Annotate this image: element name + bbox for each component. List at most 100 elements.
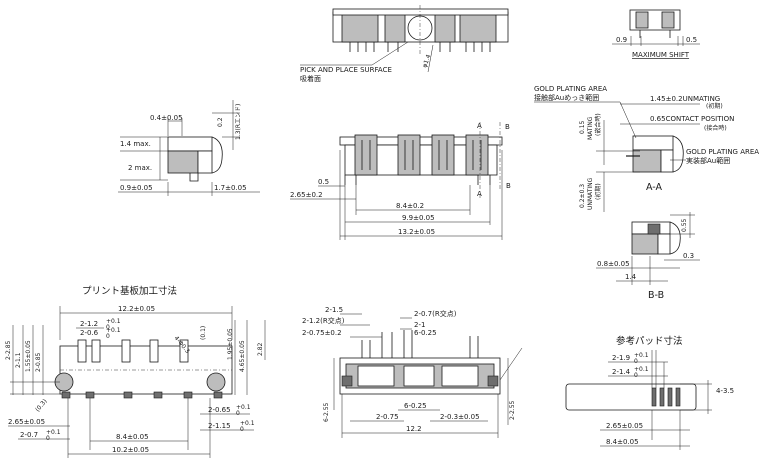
aa-v02-unmating: UNMATING — [587, 177, 594, 210]
pcb-b115-tol-zero: 0 — [240, 426, 244, 433]
pcb-c01: (0.1) — [200, 326, 207, 340]
pick-place-diameter: φ1.4 — [421, 53, 432, 68]
side-v02: 0.2 — [217, 117, 224, 127]
rear-t07: 2-0.7(R交点) — [414, 309, 457, 318]
pcb-b07-tol-plus: +0.1 — [46, 429, 61, 436]
bb-d08: 0.8±0.05 — [597, 260, 630, 268]
side-bottom-left: 0.9±0.05 — [120, 184, 153, 192]
section-b-top: B — [505, 123, 510, 131]
pcb-b065-tol-plus: +0.1 — [236, 404, 251, 411]
rear-t15: 2-1.5 — [325, 306, 343, 314]
pcb-r06-tol-zero: 0 — [106, 333, 110, 340]
section-a-bottom: A — [477, 190, 482, 198]
pad-p19-tol-zero: 0 — [634, 358, 638, 365]
aa-unmating-jp: (初期) — [706, 102, 723, 110]
pcb-r12-tol-zero: 0 — [106, 324, 110, 331]
pad-p435: 4-3.5 — [716, 387, 734, 395]
pad-p265: 2.65±0.05 — [606, 422, 643, 430]
pcb-r06-tol-plus: +0.1 — [106, 327, 121, 334]
max-shift-label: MAXIMUM SHIFT — [632, 51, 690, 59]
pcb-v465: 4.65±0.05 — [239, 340, 246, 372]
rear-v255: 2-2.55 — [509, 400, 516, 420]
pcb-b102: 10.2±0.05 — [112, 446, 149, 454]
pick-place-label-jp: 吸着面 — [300, 74, 321, 83]
side-view: 0.4±0.05 1.4 max. 2 max. 0.2 1.3(Rエンド) 0… — [118, 100, 260, 196]
pcb-c03: (0.3) — [34, 398, 49, 413]
side-height-2: 2 max. — [128, 164, 152, 172]
rear-view: 2-1.5 2-1.2(R交点) 2-0.75±0.2 2-0.7(R交点) 2… — [302, 306, 523, 438]
aa-gold-label: GOLD PLATING AREA — [534, 85, 607, 93]
rear-t21: 2-1 — [414, 321, 425, 329]
rear-t6025: 6-0.25 — [414, 329, 437, 337]
aa-gold2-label: GOLD PLATING AREA — [686, 148, 759, 156]
pcb-b065: 2-0.65 — [208, 406, 231, 414]
rear-v655: 6-2.55 — [323, 402, 330, 422]
pcb-title: プリント基板加工寸法 — [82, 285, 177, 297]
pcb-r12: 2-1.2 — [80, 320, 98, 328]
rear-b6025: 6-0.25 — [404, 402, 427, 410]
pcb-l285: 2-2.85 — [5, 340, 12, 360]
aa-section-label: A-A — [646, 182, 663, 193]
aa-v015-mating: MATING — [587, 116, 594, 140]
side-height-14: 1.4 max. — [120, 140, 151, 148]
top-view: φ1.4 PICK AND PLACE SURFACE 吸着面 — [300, 5, 509, 83]
pcb-v282: 2.82 — [257, 342, 264, 356]
pcb-b065-tol-zero: 0 — [236, 410, 240, 417]
aa-contact-jp: (接合時) — [704, 124, 727, 132]
pad-p14: 2-1.4 — [612, 368, 631, 376]
pad-p14-tol-zero: 0 — [634, 372, 638, 379]
pcb-b115-tol-plus: +0.1 — [240, 420, 255, 427]
pcb-l155: 1.55±0.05 — [25, 340, 32, 372]
rear-t12: 2-1.2(R交点) — [302, 316, 345, 325]
pad-title: 参考パッド寸法 — [616, 335, 683, 347]
aa-v02: 0.2±0.3 — [579, 184, 586, 208]
pad-p19-tol-plus: +0.1 — [634, 352, 649, 359]
side-bottom-right: 1.7±0.05 — [214, 184, 247, 192]
pcb-b84: 8.4±0.05 — [116, 433, 149, 441]
pad-p84: 8.4±0.05 — [606, 438, 639, 446]
rear-b122: 12.2 — [406, 425, 422, 433]
maximum-shift-view: 0.9 0.5 MAXIMUM SHIFT — [612, 9, 700, 59]
pcb-v195: 1.95±0.05 — [227, 328, 234, 360]
section-bb-view: 0.55 0.8±0.05 0.3 1.4 B-B — [596, 212, 700, 301]
rear-b03: 2-0.3±0.05 — [440, 413, 480, 421]
pcb-b265: 2.65±0.05 — [8, 418, 45, 426]
pcb-b07: 2-0.7 — [20, 431, 38, 439]
pad-p19: 2-1.9 — [612, 354, 630, 362]
reference-pad-view: 参考パッド寸法 2-1.9 +0.1 0 2-1.4 +0.1 0 4-3.5 … — [565, 335, 734, 450]
pad-p14-tol-plus: +0.1 — [634, 366, 649, 373]
aa-contact: 0.65CONTACT POSITION — [650, 115, 734, 123]
aa-gold-label-jp: 接触部Auめっき範囲 — [534, 93, 599, 102]
pcb-layout-view: プリント基板加工寸法 12.2±0.05 2-1.2 +0.1 0 2-0.6 … — [5, 285, 266, 458]
aa-v02-jp: (初期) — [594, 183, 602, 200]
max-shift-left: 0.9 — [616, 36, 627, 44]
front-dim-05: 0.5 — [318, 178, 329, 186]
aa-v015: 0.15 — [579, 120, 586, 134]
aa-unmating: 1.45±0.2UNMATING — [650, 95, 720, 103]
bb-d14: 1.4 — [625, 273, 637, 281]
front-dim-84: 8.4±0.2 — [396, 202, 424, 210]
front-view: A A B B 0.5 2.65±0.2 8.4±0.2 9.9±0.05 13… — [290, 122, 511, 240]
pcb-r12-tol-plus: +0.1 — [106, 318, 121, 325]
section-a-top: A — [477, 122, 482, 130]
aa-v015-jp: (嵌合時) — [594, 113, 602, 136]
pcb-width-122: 12.2±0.05 — [118, 305, 155, 313]
pick-place-label: PICK AND PLACE SURFACE — [300, 66, 392, 74]
side-v13: 1.3(Rエンド) — [235, 104, 242, 140]
front-dim-132: 13.2±0.05 — [398, 228, 435, 236]
bb-d03: 0.3 — [683, 252, 694, 260]
front-dim-99: 9.9±0.05 — [402, 214, 435, 222]
pcb-r06: 2-0.6 — [80, 329, 99, 337]
bb-d055: 0.55 — [681, 218, 688, 232]
section-b-bottom: B — [506, 182, 511, 190]
rear-t075: 2-0.75±0.2 — [302, 329, 342, 337]
section-aa-view: GOLD PLATING AREA 接触部Auめっき範囲 1.45±0.2UNM… — [534, 85, 759, 212]
bb-section-label: B-B — [648, 290, 664, 301]
max-shift-right: 0.5 — [686, 36, 697, 44]
pcb-b115: 2-1.15 — [208, 422, 231, 430]
side-top-dim: 0.4±0.05 — [150, 114, 183, 122]
aa-gold2-label-jp: 実装部Au範囲 — [686, 156, 730, 165]
pcb-b07-tol-zero: 0 — [46, 435, 50, 442]
rear-b075: 2-0.75 — [376, 413, 399, 421]
